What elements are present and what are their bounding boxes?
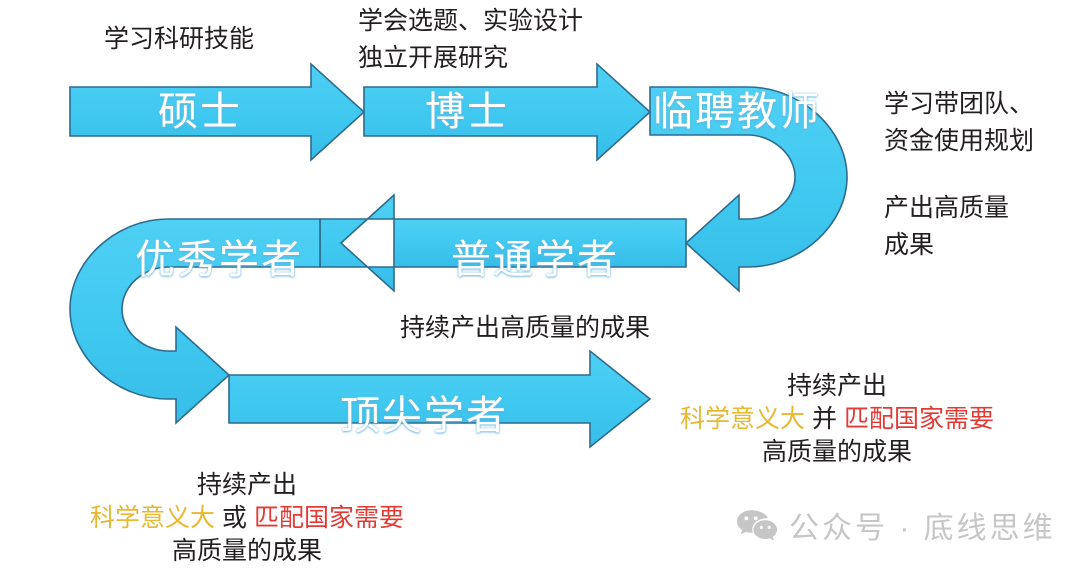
qualifier-and-gold: 科学意义大 xyxy=(680,405,806,433)
qualifier-top-scholar-and: 持续产出 科学意义大 并 匹配国家需要 高质量的成果 xyxy=(654,370,1020,469)
qualifier-or-gold: 科学意义大 xyxy=(90,504,216,532)
arrow-top-scholar-output xyxy=(228,349,652,449)
qualifier-or-connector: 或 xyxy=(221,504,247,532)
stage-label-ordinary-scholar: 普通学者 xyxy=(451,238,619,282)
stage-label-temp-teacher: 临聘教师 xyxy=(653,90,821,134)
stage-label-excellent-scholar: 优秀学者 xyxy=(135,238,303,282)
label-topic-and-design-line1: 学会选题、实验设计 xyxy=(358,7,584,35)
note-team-and-funding-line2: 资金使用规划 xyxy=(884,127,1035,155)
qualifier-top-scholar-or: 持续产出 科学意义大 或 匹配国家需要 高质量的成果 xyxy=(52,469,442,568)
arrow-master-to-phd xyxy=(69,62,366,162)
qualifier-and-red: 匹配国家需要 xyxy=(843,405,994,433)
label-topic-and-design-line2: 独立开展研究 xyxy=(358,44,509,72)
label-sustained-output: 持续产出高质量的成果 xyxy=(400,314,651,342)
qualifier-or-line1: 持续产出 xyxy=(196,471,297,499)
qualifier-or-red: 匹配国家需要 xyxy=(253,504,404,532)
watermark: 公众号 · 底线思维 xyxy=(736,503,1056,547)
stage-label-phd: 博士 xyxy=(425,90,509,134)
qualifier-or-line3: 高质量的成果 xyxy=(171,537,322,565)
note-high-quality-output-line1: 产出高质量 xyxy=(884,194,1010,222)
qualifier-and-line1: 持续产出 xyxy=(786,372,887,400)
arrow-left-uturn-excellent-to-top xyxy=(69,218,321,425)
watermark-text: 公众号 · 底线思维 xyxy=(789,512,1056,545)
qualifier-and-line3: 高质量的成果 xyxy=(761,438,912,466)
stage-label-top-scholar: 顶尖学者 xyxy=(340,394,508,438)
wechat-icon xyxy=(737,510,777,541)
qualifier-and-connector: 并 xyxy=(811,405,837,433)
arrow-ordinary-to-excellent-scholar xyxy=(319,193,395,293)
note-team-and-funding-line1: 学习带团队、 xyxy=(884,90,1035,118)
stage-label-master: 硕士 xyxy=(158,90,242,134)
label-learn-research-skills: 学习科研技能 xyxy=(104,25,255,53)
note-high-quality-output-line2: 成果 xyxy=(884,231,935,259)
arrow-phd-to-temp-teacher xyxy=(363,62,652,162)
arrow-right-uturn-temp-teacher-to-ordinary xyxy=(649,86,848,293)
